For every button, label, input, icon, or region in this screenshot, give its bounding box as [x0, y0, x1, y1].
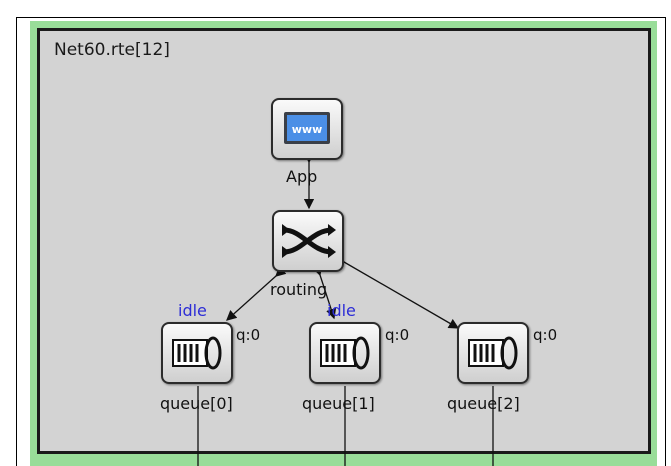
switch-cross-icon [282, 224, 336, 258]
queue-icon [320, 336, 370, 370]
module-title: Net60.rte[12] [54, 40, 170, 60]
queue1-node[interactable] [309, 322, 381, 384]
queue1-label: queue[1] [302, 394, 375, 413]
queue1-length: q:0 [385, 326, 410, 344]
queue2-length: q:0 [533, 326, 558, 344]
routing-label: routing [270, 280, 328, 299]
queue-icon [172, 336, 222, 370]
app-node[interactable]: www [271, 98, 343, 160]
www-icon: www [284, 112, 330, 144]
queue0-length: q:0 [236, 326, 261, 344]
connection-routing-queue1 [312, 264, 337, 320]
routing-node[interactable] [272, 210, 344, 272]
queue0-node[interactable] [161, 322, 233, 384]
queue2-label: queue[2] [447, 394, 520, 413]
connection-routing-queue0 [226, 266, 287, 321]
queue0-status: idle [178, 301, 207, 320]
queue0-label: queue[0] [160, 394, 233, 413]
connection-routing-queue2 [333, 252, 460, 329]
app-label: App [286, 167, 318, 186]
queue1-status: idle [327, 301, 356, 320]
queue-icon [468, 336, 518, 370]
queue2-node[interactable] [457, 322, 529, 384]
svg-text:www: www [292, 123, 323, 136]
